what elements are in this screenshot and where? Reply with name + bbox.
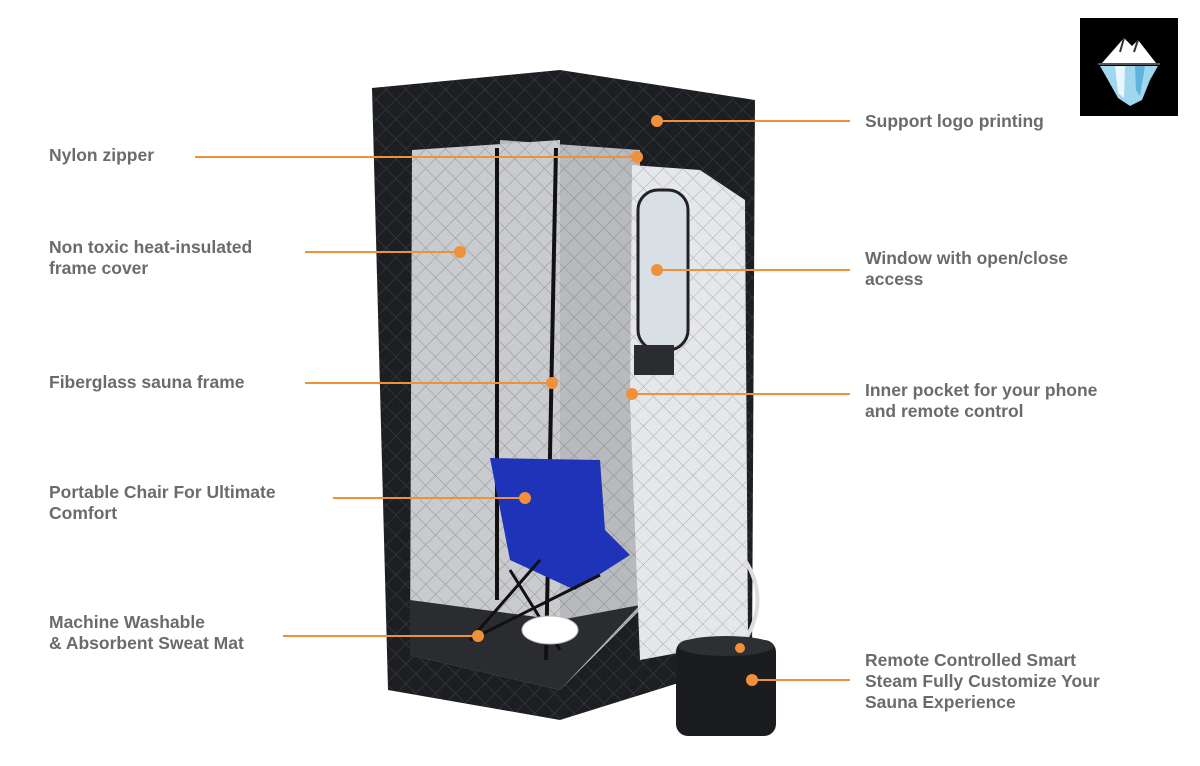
callout-dot xyxy=(454,246,466,258)
callout-dot xyxy=(631,151,643,163)
callout-frame-cover: Non toxic heat-insulated frame cover xyxy=(49,237,253,278)
callout-portable-chair: Portable Chair For Ultimate Comfort xyxy=(49,482,276,523)
portable-chair xyxy=(468,458,630,651)
inner-pocket xyxy=(634,345,674,375)
callout-nylon-zipper: Nylon zipper xyxy=(49,145,155,165)
callout-logo-printing: Support logo printing xyxy=(865,111,1044,131)
callout-dot xyxy=(519,492,531,504)
callout-sweat-mat: Machine Washable & Absorbent Sweat Mat xyxy=(49,612,244,653)
callout-inner-pocket: Inner pocket for your phone and remote c… xyxy=(865,380,1098,421)
callout-smart-steam: Remote Controlled Smart Steam Fully Cust… xyxy=(865,650,1100,712)
callout-dot xyxy=(546,377,558,389)
callout-window: Window with open/close access xyxy=(865,248,1069,289)
callout-dot xyxy=(746,674,758,686)
callout-dot xyxy=(626,388,638,400)
steamer xyxy=(676,558,776,736)
callout-dot xyxy=(472,630,484,642)
callout-dot xyxy=(651,115,663,127)
callout-dot xyxy=(651,264,663,276)
callout-sauna-frame: Fiberglass sauna frame xyxy=(49,372,245,392)
iceberg-logo-icon xyxy=(1080,18,1178,116)
